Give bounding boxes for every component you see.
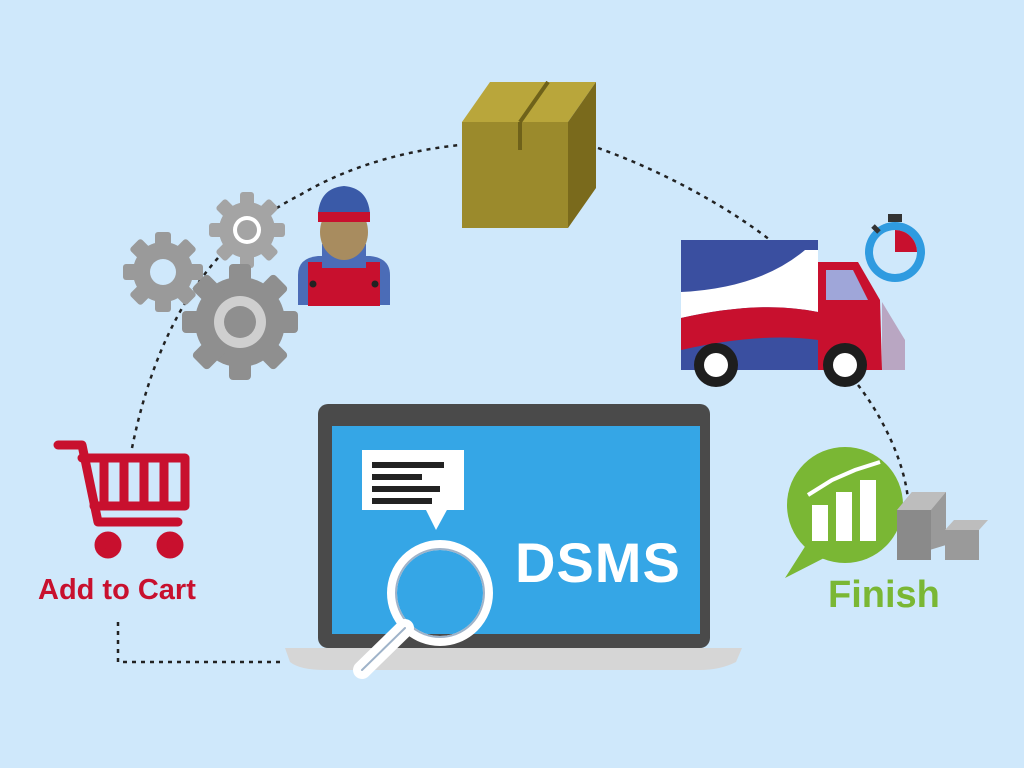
boxes-icon: [897, 492, 988, 560]
document-bubble-icon: [362, 450, 464, 530]
stopwatch-icon: [865, 214, 925, 282]
workflow-dotted-path: [116, 143, 910, 664]
add-to-cart-label: Add to Cart: [38, 574, 196, 606]
worker-icon: [298, 186, 390, 306]
growth-chart-bubble-icon: [785, 447, 903, 578]
shopping-cart-icon: [53, 440, 190, 559]
package-box-icon: [462, 80, 596, 228]
magnifier-icon: [353, 540, 493, 679]
finish-label: Finish: [828, 574, 940, 616]
gears-icon: [123, 192, 298, 380]
brand-label: DSMS: [515, 531, 681, 594]
delivery-truck-icon: [681, 240, 905, 387]
